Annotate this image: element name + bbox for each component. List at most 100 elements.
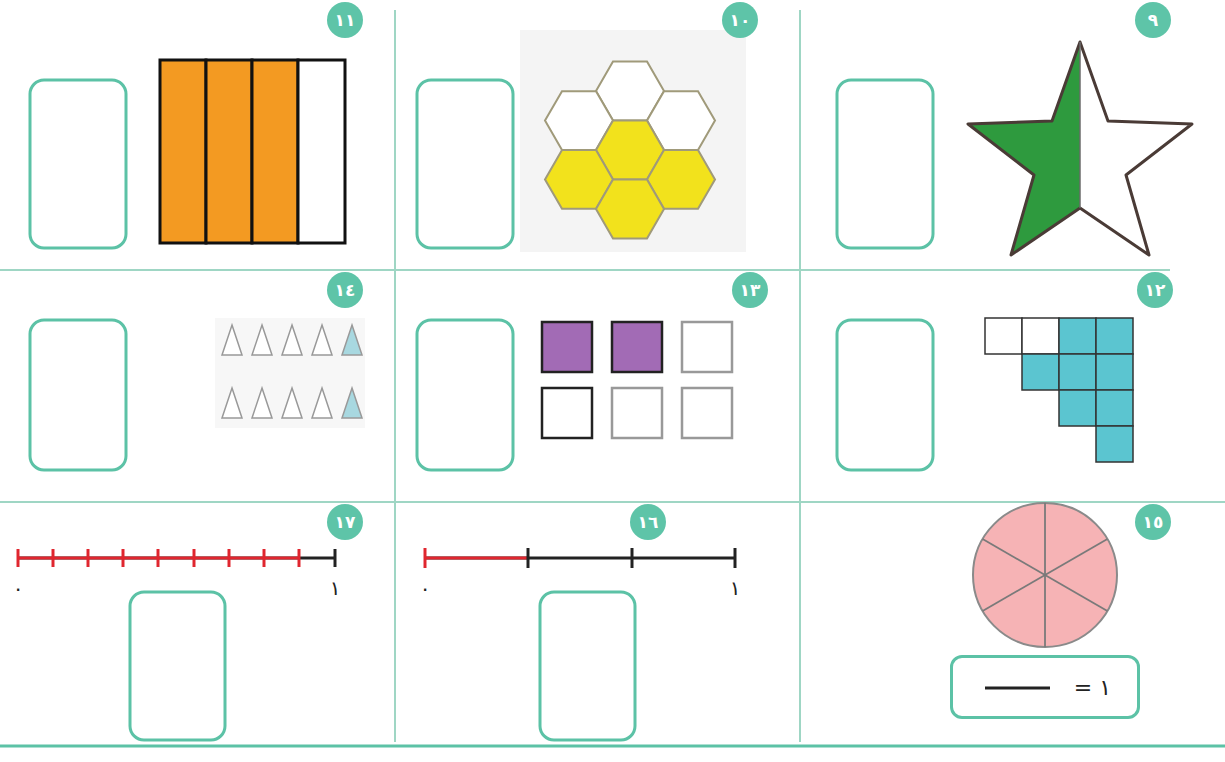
tick bbox=[527, 548, 530, 568]
number-text: ٩ bbox=[1148, 12, 1158, 29]
number-text: ١٦ bbox=[638, 514, 659, 531]
grid-cell bbox=[1059, 354, 1096, 390]
tick bbox=[631, 548, 634, 568]
tick bbox=[263, 549, 266, 567]
exercise-number: ١٤ bbox=[327, 272, 363, 308]
divider bbox=[394, 10, 396, 742]
tick bbox=[298, 549, 301, 567]
number-text: ١٤ bbox=[335, 282, 356, 299]
square bbox=[682, 388, 732, 438]
number-text: ١٧ bbox=[335, 514, 356, 531]
fraction-bar bbox=[160, 60, 345, 243]
fraction-blank bbox=[985, 687, 1050, 690]
axis-label: ١ bbox=[330, 578, 341, 598]
tick bbox=[193, 549, 196, 567]
axis-part bbox=[425, 557, 528, 560]
triangle bbox=[312, 325, 332, 355]
number-text: ١٥ bbox=[1143, 514, 1164, 531]
sector-line bbox=[983, 539, 1108, 611]
grid-cell bbox=[1096, 354, 1133, 390]
square bbox=[682, 322, 732, 372]
star-half-fill bbox=[968, 42, 1080, 255]
grid-cell bbox=[985, 318, 1022, 354]
axis-label: ٠ bbox=[420, 578, 431, 598]
triangle bbox=[312, 388, 332, 418]
grid-cell bbox=[1096, 318, 1133, 354]
square bbox=[542, 388, 592, 438]
bottom-rule bbox=[0, 745, 1225, 748]
triangle-set bbox=[215, 318, 365, 428]
sector-line bbox=[983, 539, 1108, 611]
picture-ground bbox=[520, 30, 746, 252]
triangle bbox=[342, 325, 362, 355]
grid-cell bbox=[1096, 390, 1133, 426]
axis-label: ١ bbox=[730, 578, 741, 598]
hexagon-flower bbox=[520, 30, 746, 252]
answer-box bbox=[837, 320, 933, 470]
grid-cell bbox=[1022, 354, 1059, 390]
triangle bbox=[342, 388, 362, 418]
exercise-number: ١٧ bbox=[327, 504, 363, 540]
exercise-number: ٩ bbox=[1135, 2, 1171, 38]
picture-ground bbox=[215, 318, 365, 428]
divider bbox=[799, 10, 801, 742]
tick bbox=[734, 548, 737, 568]
square bbox=[542, 322, 592, 372]
hexagon bbox=[596, 180, 664, 239]
triangle bbox=[282, 325, 302, 355]
exercise-number: ١١ bbox=[327, 2, 363, 38]
star-divider bbox=[1079, 42, 1081, 208]
answer-box bbox=[417, 80, 513, 248]
square bbox=[612, 322, 662, 372]
answer-box bbox=[30, 320, 126, 470]
triangle bbox=[252, 325, 272, 355]
star-outline bbox=[968, 42, 1192, 255]
axis-label: ٠ bbox=[13, 578, 24, 598]
exercise-number: ١٢ bbox=[1137, 272, 1173, 308]
square bbox=[612, 388, 662, 438]
pie-circle bbox=[973, 503, 1117, 688]
square-set bbox=[542, 322, 732, 438]
grid-cell bbox=[1096, 426, 1133, 462]
number-line bbox=[18, 549, 335, 567]
number-text: ١٠ bbox=[730, 12, 751, 29]
tick bbox=[334, 549, 337, 567]
number-text: ١١ bbox=[335, 12, 356, 29]
bar-part bbox=[206, 60, 252, 243]
answer-text: ١ = bbox=[1074, 675, 1111, 700]
grid-cell bbox=[1059, 390, 1096, 426]
answer-box bbox=[540, 592, 635, 740]
number-line bbox=[425, 548, 735, 568]
exercise-number: ١٠ bbox=[722, 2, 758, 38]
staircase-grid bbox=[985, 318, 1133, 462]
bar-part bbox=[160, 60, 206, 243]
answer-box bbox=[130, 592, 225, 740]
grid-cell bbox=[1022, 318, 1059, 354]
tick bbox=[87, 549, 90, 567]
answer-box bbox=[837, 80, 933, 248]
grid-lines bbox=[0, 10, 1225, 742]
triangle bbox=[222, 325, 242, 355]
axis bbox=[18, 557, 335, 560]
circle bbox=[973, 503, 1117, 647]
answer-box bbox=[30, 80, 126, 248]
triangle bbox=[282, 388, 302, 418]
triangle bbox=[222, 388, 242, 418]
bar-part bbox=[298, 60, 345, 243]
grid-cell bbox=[1059, 318, 1096, 354]
tick bbox=[122, 549, 125, 567]
tick bbox=[52, 549, 55, 567]
axis bbox=[425, 557, 735, 560]
bar-part bbox=[252, 60, 298, 243]
tick bbox=[424, 548, 427, 568]
answer-box: ١ = bbox=[950, 655, 1140, 719]
answer-box bbox=[417, 320, 513, 470]
exercise-number: ١٦ bbox=[630, 504, 666, 540]
number-text: ١٣ bbox=[740, 282, 761, 299]
half-star bbox=[968, 42, 1192, 255]
divider bbox=[0, 269, 1170, 271]
exercise-number: ١٥ bbox=[1135, 504, 1171, 540]
tick bbox=[228, 549, 231, 567]
